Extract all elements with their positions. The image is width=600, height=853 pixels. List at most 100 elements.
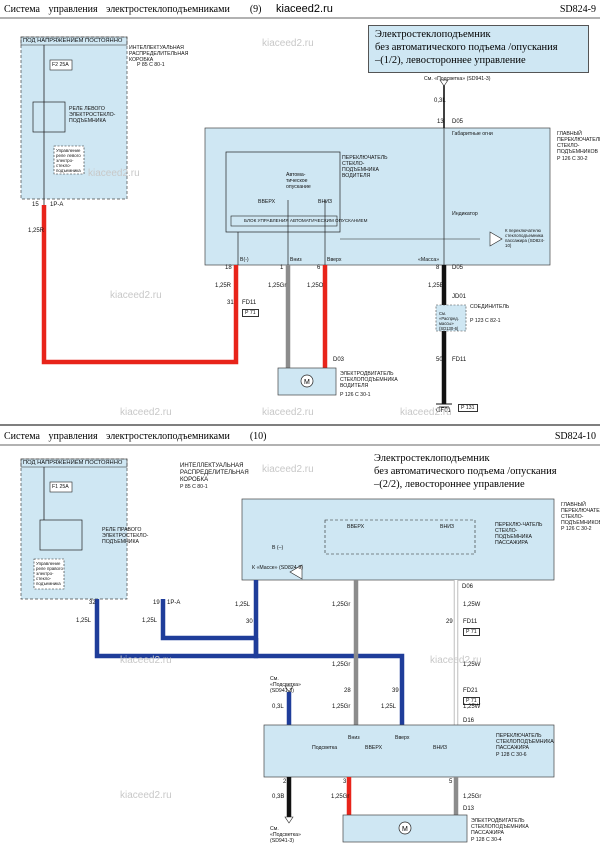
p2-fd11: FD11 xyxy=(463,619,478,625)
p1-wire-125R-red xyxy=(41,205,239,365)
p1-pin-1: 1 xyxy=(280,265,284,271)
page1-header: Система управления электростеклоподъемни… xyxy=(4,1,596,17)
p1-power-label: ПОД НАПРЯЖЕНИЕМ ПОСТОЯННО xyxy=(23,38,123,44)
p2-w-03B: 0,3B xyxy=(272,794,285,800)
p1-relay-control-box xyxy=(53,145,85,175)
page2-number: (10) xyxy=(249,430,267,442)
p2-illum-ref2: См. «Подсветка» (SD941-3) xyxy=(270,826,301,844)
p2-d06: D06 xyxy=(462,584,474,590)
p2-box-line2: без автоматического подъема /опускания xyxy=(374,466,557,477)
watermark-2: kiaceed2.ru xyxy=(88,168,140,179)
p2-pin-19: 19 xyxy=(153,600,160,606)
p1-power-strip xyxy=(20,36,128,46)
p1-driver-switch-label: ПЕРЕКЛЮЧАТЕЛЬ СТЕКЛО-ПОДЪЕМНИКА ВОДИТЕЛЯ xyxy=(342,155,388,179)
p2-fp-a: 1P-A xyxy=(167,600,181,606)
p2-pin-3: 3 xyxy=(343,779,347,785)
p2-relay-icon xyxy=(39,519,83,551)
p2-pass-sw-label: ПЕРЕКЛЮ-ЧАТЕЛЬ СТЕКЛО-ПОДЪЕМНИКА ПАССАЖИ… xyxy=(495,522,543,546)
p1-motor-icon xyxy=(300,374,314,388)
p2-power-label: ПОД НАПРЯЖЕНИЕМ ПОСТОЯННО xyxy=(23,460,123,466)
p1-switch-ref: К переключателю стеклоподъемника пассажи… xyxy=(505,228,545,248)
p1-joint-ref: Р 123 С 82-1 xyxy=(470,318,501,324)
watermark-4: kiaceed2.ru xyxy=(120,407,172,418)
p1-fuse-ref: F2 25A xyxy=(52,62,69,68)
p1-indicator-label: Индикатор xyxy=(452,211,478,217)
watermark-8: kiaceed2.ru xyxy=(120,655,172,666)
p2-up-label: ВВЕРХ xyxy=(347,524,365,530)
p1-down-label: ВНИЗ xyxy=(318,199,333,205)
p1-pin-8: 8 xyxy=(436,265,440,271)
p2-w-125L-d: 1,25L xyxy=(381,704,397,710)
p1-main-switch-box xyxy=(204,127,551,266)
p2-mass-ref: К «Массе» (SD824-9) xyxy=(252,565,303,571)
p2-w-125Gr: 1,25Gr xyxy=(332,602,351,608)
p1-joint-box xyxy=(435,304,467,332)
p2-box-line3: –(2/2), левостороннее управление xyxy=(374,479,525,490)
p1-illum-ref: См. «Подсветка» (SD941-3) xyxy=(424,76,491,82)
page1-title: Система управления электростеклоподъемни… xyxy=(4,3,230,15)
p2-main-switch-box xyxy=(241,498,555,581)
p2-lbl-down: Вниз xyxy=(348,735,360,741)
p2-power-strip xyxy=(20,458,128,468)
p1-driver-switch xyxy=(225,151,341,233)
p1-d03: D03 xyxy=(333,357,345,363)
p2-lbl-up: Вверх xyxy=(395,735,410,741)
p2-d13: D13 xyxy=(463,806,475,812)
p1-g-ref: GF01 xyxy=(436,408,452,414)
p2-w-125L-c: 1,25L xyxy=(235,602,251,608)
p2-w-125W: 1,25W xyxy=(463,602,481,608)
p1-lbl-down: Вниз xyxy=(290,257,302,263)
p1-ctrl-label: Управление реле левого электро-стекло-по… xyxy=(56,148,81,173)
p1-conn-d05: D05 xyxy=(452,119,464,125)
p1-relay-icon xyxy=(32,101,66,133)
p2-title-box: Электростеклоподъемник без автоматическо… xyxy=(368,450,587,496)
p1-pin-6: 6 xyxy=(317,265,321,271)
page1-number: (9) xyxy=(249,3,262,15)
page2-header: Система управления электростеклоподъемни… xyxy=(4,428,596,444)
p2-box-line1: Электростеклоподъемник xyxy=(374,453,490,464)
p2-w-125Gr-3: 1,25Gr xyxy=(332,704,351,710)
p1-ground-ref: См. «Распред. массы» (SD130-6) xyxy=(439,311,459,331)
page2-code: SD824-10 xyxy=(554,430,596,442)
p2-fuse-icon xyxy=(49,481,73,493)
p1-joint-label: СОЕДИНИТЕЛЬ xyxy=(470,304,510,310)
p2-motor-letter: M xyxy=(402,826,408,833)
watermark-9: kiaceed2.ru xyxy=(430,655,482,666)
p1-relay-label: РЕЛЕ ЛЕВОГО ЭЛЕКТРОСТЕКЛО-ПОДЪЕМНИКА xyxy=(69,106,116,124)
p2-wire-125L-a xyxy=(94,580,259,659)
p1-box-line3: –(1/2), левостороннее управление xyxy=(375,55,526,66)
p2-pin-5: 5 xyxy=(449,779,453,785)
p1-ref-arrow xyxy=(489,231,503,247)
p2-pass-switch-inner xyxy=(324,519,476,555)
p1-lbl-mass: «Масса» xyxy=(418,257,440,263)
p2-w-125Gr-b: 1,25Gr xyxy=(463,794,482,800)
p1-pin-31: 31 xyxy=(227,300,234,306)
p1-fuse-icon xyxy=(49,59,73,71)
p1-fd11-ref: Р 71 xyxy=(242,309,259,317)
p1-smart-box-label: ИНТЕЛЛЕКТУАЛЬНАЯ РАСПРЕДЕЛИТЕЛЬНАЯ КОРОБ… xyxy=(129,45,189,63)
p1-backlight: Габаритные огни xyxy=(452,131,493,137)
p2-pass-switch2-ref: Р 128 С 30-6 xyxy=(496,752,527,758)
p2-pin-32: 32 xyxy=(89,600,96,606)
watermark-7: kiaceed2.ru xyxy=(262,464,314,475)
watermark-10: kiaceed2.ru xyxy=(120,790,172,801)
p2-illum-arrow2 xyxy=(284,816,294,824)
p2-fd11-ref: Р 71 xyxy=(463,628,480,636)
watermark-6: kiaceed2.ru xyxy=(400,407,452,418)
p2-illum-ref: См. «Подсветка» (SD941-3) xyxy=(270,676,301,694)
p2-d16: D16 xyxy=(463,718,475,724)
p1-auto-unit-label: БЛОК УПРАВЛЕНИЯ АВТОМАТИЧЕСКИМ ОПУСКАНИЕ… xyxy=(244,218,368,223)
p1-motor-box xyxy=(277,367,337,396)
page1-code: SD824-9 xyxy=(559,3,596,15)
p2-pin-29: 29 xyxy=(446,619,453,625)
p2-relay-label: РЕЛЕ ПРАВОГО ЭЛЕКТРОСТЕКЛО-ПОДЪЕМНИКА xyxy=(102,527,149,545)
p1-auto-unit xyxy=(230,215,338,227)
p1-motor-letter: M xyxy=(304,379,310,386)
p1-motor-label: ЭЛЕКТРОДВИГАТЕЛЬ СТЕКЛОПОДЪЕМНИКА ВОДИТЕ… xyxy=(340,371,398,389)
p2-w-125L-b: 1,25L xyxy=(142,618,158,624)
page2-title: Система управления электростеклоподъемни… xyxy=(4,430,230,442)
p2-motor-label: ЭЛЕКТРОДВИГАТЕЛЬ СТЕКЛОПОДЪЕМНИКА ПАССАЖ… xyxy=(471,818,529,836)
p2-ref-arrow xyxy=(289,564,303,580)
watermark-1: kiaceed2.ru xyxy=(262,38,314,49)
p1-pin-13: 13 xyxy=(437,119,444,125)
